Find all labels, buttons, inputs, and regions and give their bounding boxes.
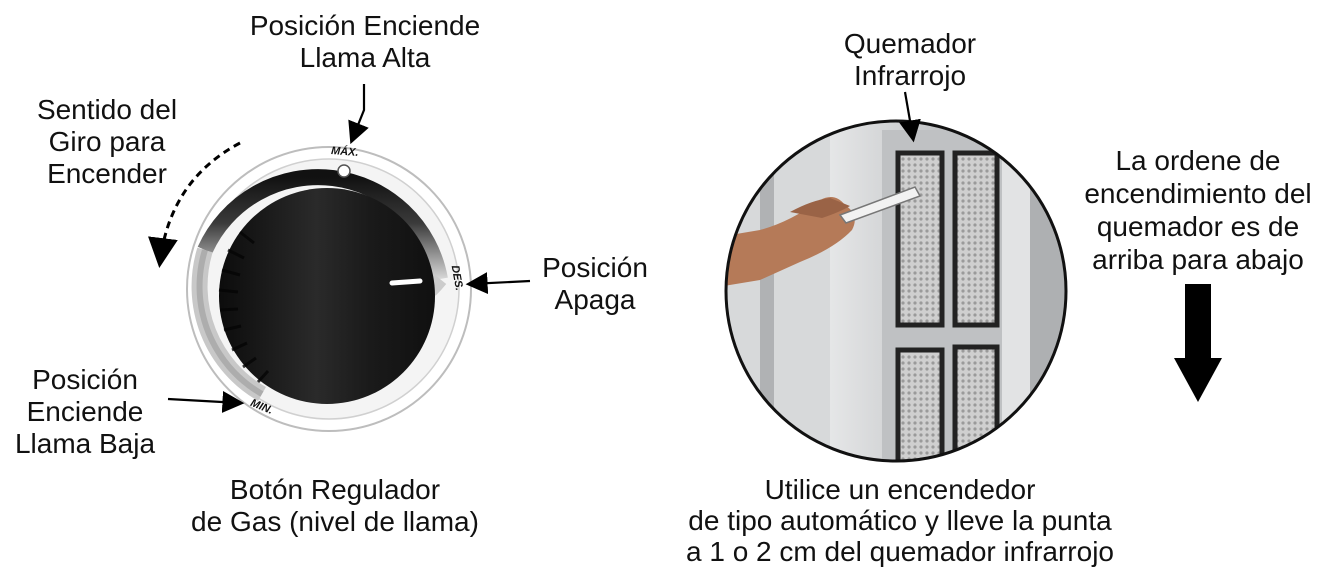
burner-caption: Utilice un encendedor de tipo automático… [686, 474, 1114, 567]
down-arrow-icon [1174, 284, 1222, 402]
label-ignition-order: La ordene de encendimiento del quemador … [1084, 145, 1312, 275]
label-off-position: Posición Apaga [542, 252, 648, 315]
label-min-position: Posición Enciende Llama Baja [14, 364, 156, 459]
photo-border [724, 119, 1068, 463]
label-rotation-direction: Sentido del Giro para Encender [36, 94, 178, 189]
knob-arrows [148, 84, 531, 414]
gas-knob [186, 146, 472, 432]
knob-caption: Botón Regulador de Gas (nivel de llama) [191, 474, 479, 537]
burner-photo [726, 121, 1066, 461]
dial-mark-max: MÁX. [330, 145, 359, 159]
label-max-position: Posición Enciende Llama Alta [249, 10, 481, 73]
label-burner: Quemador Infrarrojo [843, 28, 977, 91]
burner-arrow [899, 91, 921, 143]
